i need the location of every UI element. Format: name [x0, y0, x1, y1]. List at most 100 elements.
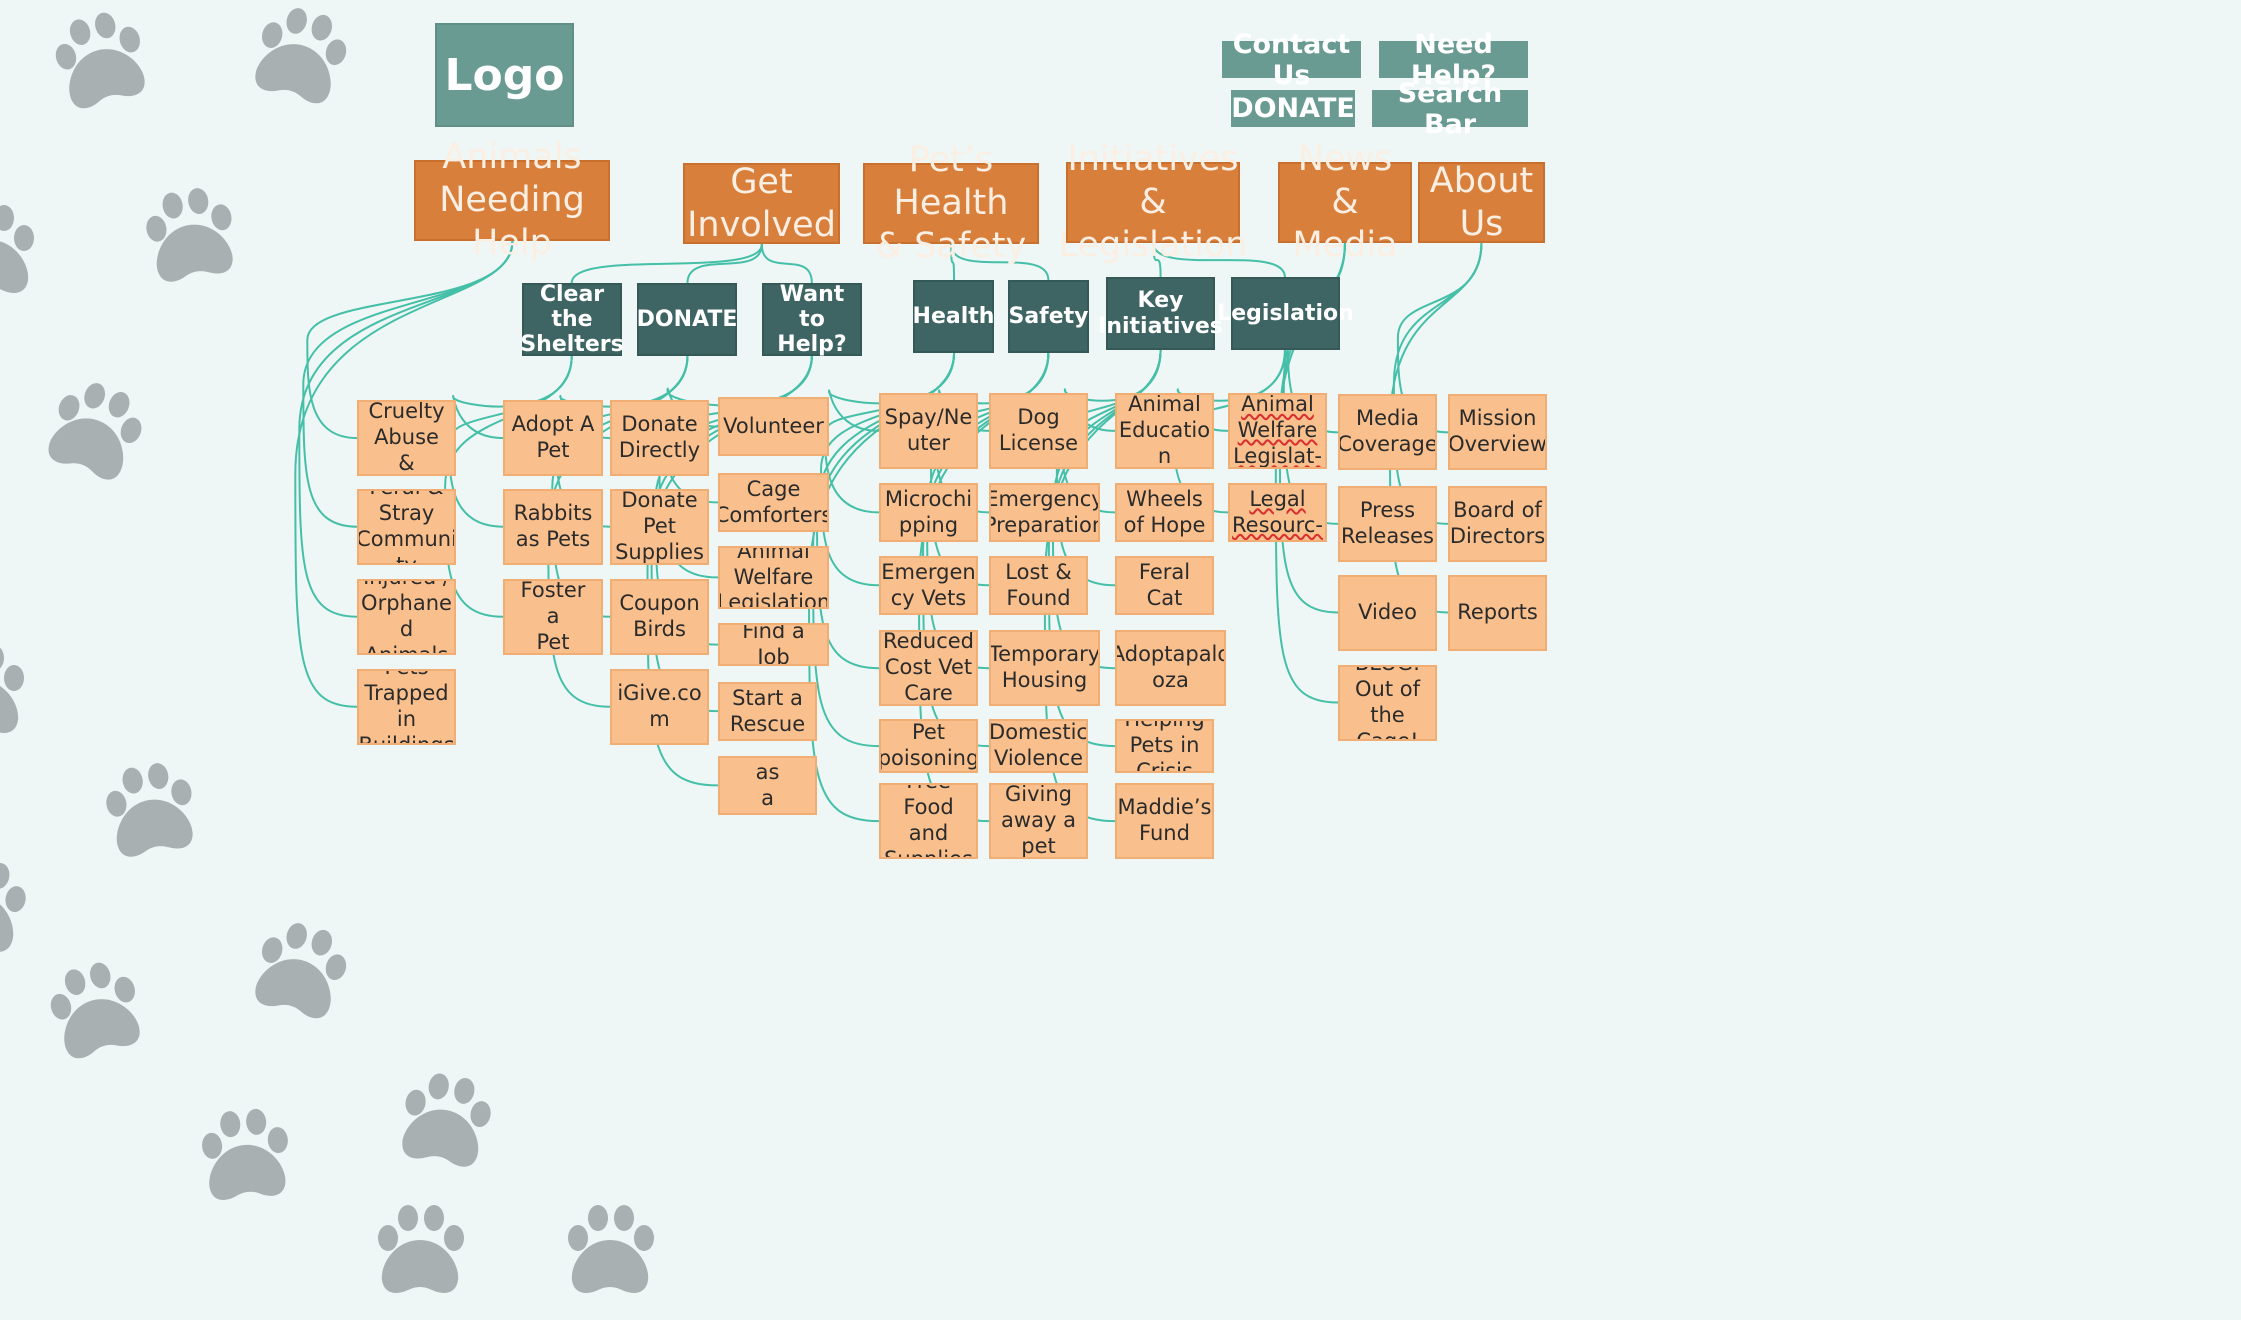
page-animal-educatio-n-label: Animal Educatio n	[1118, 393, 1211, 468]
page-board-of-directors[interactable]: Board of Directors	[1448, 486, 1547, 562]
page-start-a-rescue[interactable]: Start a Rescue	[718, 682, 817, 741]
logo[interactable]: Logo	[435, 23, 574, 127]
page-find-a-job[interactable]: Find a Job	[718, 623, 829, 666]
page-domestic-violence[interactable]: Domestic Violence	[989, 719, 1088, 773]
need-help-button[interactable]: Need Help?	[1379, 29, 1528, 91]
page-microchi-pping-label: Microchi pping	[884, 486, 973, 537]
connector-line	[294, 240, 514, 708]
page-emergen-cy-vets-label: Emergen cy Vets	[881, 559, 976, 610]
page-reduced-cost-vet-care[interactable]: Reduced Cost Vet Care	[879, 630, 978, 706]
nav-about-label: About Us	[1429, 160, 1534, 244]
page-legal-resourc[interactable]: Legal Resourc-	[1228, 483, 1327, 542]
page-temporary-housing[interactable]: Temporary Housing	[989, 630, 1100, 706]
nav-initiatives-label: Initiatives & Legislation	[1058, 139, 1248, 265]
page-emergen-cy-vets[interactable]: Emergen cy Vets	[879, 556, 978, 615]
nav-initiatives[interactable]: Initiatives & Legislation	[1059, 139, 1248, 264]
page-blog-out-of-the-cage[interactable]: BLOG: Out of the Cage!	[1338, 665, 1437, 741]
donate-header-button[interactable]: DONATE	[1231, 90, 1355, 127]
subnav-want[interactable]: Want to Help?	[762, 281, 862, 358]
subnav-donate[interactable]: DONATE	[637, 283, 737, 356]
page-pets-trapped-in-buildings[interactable]: Pets Trapped in Buildings	[357, 669, 456, 745]
page-animal-educatio-n[interactable]: Animal Educatio n	[1115, 393, 1214, 469]
contact-us-button-label: Contact Us	[1232, 28, 1351, 91]
page-adopt-a-pet[interactable]: Adopt A Pet	[503, 400, 603, 476]
page-cage-comforters[interactable]: Cage Comforters	[718, 473, 829, 532]
page-start-a-rescue-label: Start a Rescue	[729, 685, 806, 736]
page-video[interactable]: Video	[1338, 575, 1437, 651]
page-maddie-s-fund[interactable]: Maddie’s Fund	[1115, 783, 1214, 859]
subnav-health[interactable]: Health	[913, 280, 994, 353]
page-pet-poisoning[interactable]: Pet poisoning	[879, 719, 978, 773]
nav-involved[interactable]: Get Involved	[683, 161, 840, 245]
page-volunteer[interactable]: Volunteer	[718, 397, 829, 456]
page-foster-a-pet[interactable]: Foster a Pet	[503, 579, 603, 655]
page-helping-pets-in-crisis[interactable]: Helping Pets in Crisis	[1115, 719, 1214, 773]
subnav-safety[interactable]: Safety	[1008, 280, 1089, 353]
page-animal-welfare-legislat-label: Animal Welfare Legislat-	[1233, 393, 1322, 468]
page-pet-poisoning-label: Pet poisoning	[879, 720, 978, 770]
page-video-label: Video	[1358, 600, 1417, 625]
page-spay-ne-uter[interactable]: Spay/Ne uter	[879, 393, 978, 469]
nav-animals[interactable]: Animals Needing Help	[414, 137, 610, 263]
subnav-want-label: Want to Help?	[777, 281, 847, 358]
page-emergency-preparation[interactable]: Emergency Preparation	[989, 483, 1100, 542]
page-donate-directly[interactable]: Donate Directly	[610, 400, 709, 476]
page-coupon-birds[interactable]: Coupon Birds	[610, 579, 709, 655]
page-adoptapalo-oza[interactable]: Adoptapalo oza	[1115, 630, 1226, 706]
page-reports[interactable]: Reports	[1448, 575, 1547, 651]
page-donate-pet-supplies[interactable]: Donate Pet Supplies	[610, 489, 709, 565]
page-microchi-pping[interactable]: Microchi pping	[879, 483, 978, 542]
paw-print-icon	[50, 962, 140, 1059]
page-lost-found[interactable]: Lost & Found	[989, 556, 1088, 615]
page-certify-as-a-caretaker[interactable]: Certify as a caretaker	[718, 756, 817, 815]
page-helping-pets-in-crisis-label: Helping Pets in Crisis	[1124, 719, 1205, 773]
page-injured-orphane-d-animals[interactable]: Injured / Orphane d Animals	[357, 579, 456, 655]
subnav-clear[interactable]: Clear the Shelters	[520, 282, 623, 358]
page-dog-license[interactable]: Dog License	[989, 393, 1088, 469]
connector-line	[1392, 241, 1483, 525]
page-reduced-cost-vet-care-label: Reduced Cost Vet Care	[883, 630, 975, 705]
page-giving-away-a-pet[interactable]: Giving away a pet	[989, 783, 1088, 859]
page-animal-welfare-legislation-label: Animal Welfare Legislation	[718, 546, 829, 609]
contact-us-button[interactable]: Contact Us	[1222, 29, 1361, 91]
subnav-legislation-label: Legislation	[1217, 300, 1354, 326]
page-wheels-of-hope-label: Wheels of Hope	[1123, 486, 1206, 537]
page-nyc-feral-cat-initiative[interactable]: NYC Feral Cat Initiative	[1115, 556, 1214, 615]
paw-print-icon	[0, 647, 24, 733]
paw-print-icon	[48, 383, 142, 480]
subnav-safety-label: Safety	[1008, 303, 1089, 329]
paw-print-icon	[0, 862, 26, 952]
page-feral-stray-communi-ty-label: Feral & Stray Communi ty	[357, 491, 456, 565]
page-rabbits-as-pets[interactable]: Rabbits as Pets	[503, 489, 603, 565]
page-mission-overview[interactable]: Mission Overview	[1448, 394, 1547, 470]
page-mission-overview-label: Mission Overview	[1448, 406, 1547, 456]
page-animal-welfare-legislat[interactable]: Animal Welfare Legislat-	[1228, 393, 1327, 469]
subnav-key[interactable]: Key Initiatives	[1098, 277, 1223, 350]
page-animal-cruelty-abuse-neglect-label: Animal Cruelty Abuse & Neglect	[368, 400, 445, 475]
search-bar-button[interactable]: Search Bar	[1372, 78, 1528, 140]
search-bar-button-label: Search Bar	[1397, 77, 1503, 140]
paw-print-icon	[402, 1073, 491, 1167]
page-animal-cruelty-abuse-neglect[interactable]: Animal Cruelty Abuse & Neglect	[357, 400, 456, 476]
page-wheels-of-hope[interactable]: Wheels of Hope	[1115, 483, 1214, 542]
subnav-key-label: Key Initiatives	[1098, 288, 1223, 339]
page-press-releases[interactable]: Press Releases	[1338, 486, 1437, 562]
page-lost-found-label: Lost & Found	[1005, 559, 1072, 610]
page-temporary-housing-label: Temporary Housing	[989, 642, 1100, 692]
page-free-food-and-supplies[interactable]: Free Food and Supplies	[879, 783, 978, 859]
nav-health-safety[interactable]: Pet’s Health & Safety	[863, 140, 1039, 266]
page-feral-stray-communi-ty[interactable]: Feral & Stray Communi ty	[357, 489, 456, 565]
page-legal-resourc-label: Legal Resourc-	[1232, 486, 1323, 537]
page-media-coverage[interactable]: Media Coverage	[1338, 394, 1437, 470]
nav-involved-label: Get Involved	[687, 161, 836, 245]
nav-animals-label: Animals Needing Help	[439, 137, 585, 263]
page-certify-as-a-caretaker-label: Certify as a caretaker	[720, 759, 815, 813]
connector-line	[1152, 241, 1162, 279]
page-igive-co-m[interactable]: iGive.co m	[610, 669, 709, 745]
subnav-legislation[interactable]: Legislation	[1217, 277, 1354, 350]
nav-news[interactable]: News & Media	[1278, 139, 1412, 265]
nav-about[interactable]: About Us	[1418, 160, 1545, 244]
page-adopt-a-pet-label: Adopt A Pet	[511, 412, 595, 462]
page-animal-welfare-legislation[interactable]: Animal Welfare Legislation	[718, 546, 829, 609]
page-find-a-job-label: Find a Job	[742, 623, 805, 666]
